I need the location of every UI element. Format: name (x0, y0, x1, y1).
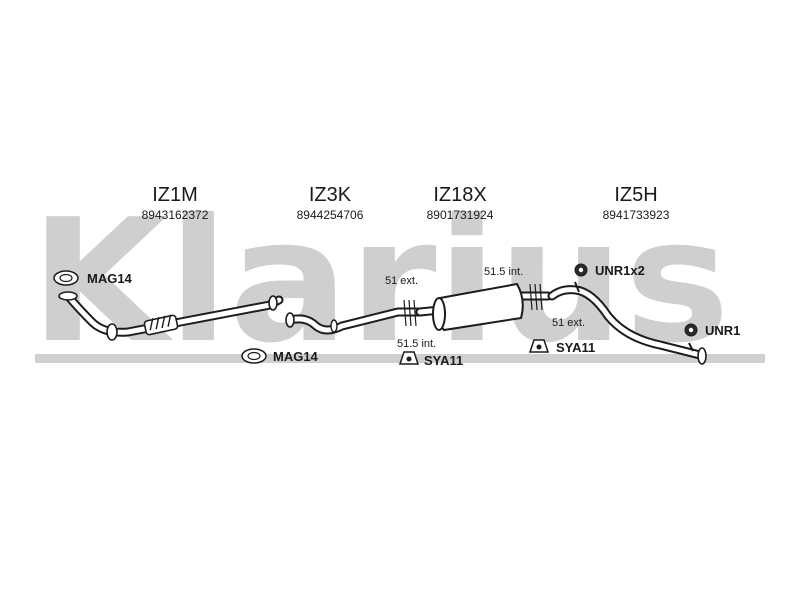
intermediate-pipe (285, 307, 425, 335)
part-code: IZ1M (152, 184, 198, 206)
middle-silencer (415, 282, 553, 332)
tailpipe-end-icon (697, 347, 707, 365)
rubber-mount-icon (398, 351, 420, 365)
part-number: 8941733923 (603, 208, 670, 222)
silencer-end-icon (432, 297, 446, 331)
flange-icon (268, 295, 278, 311)
rubber-mount-icon (528, 339, 550, 353)
accessory-label: UNR1 (705, 323, 740, 338)
front-pipe (58, 291, 284, 341)
tail-pipe (547, 281, 707, 365)
brand-underline (35, 354, 765, 363)
rubber-ring-icon (684, 323, 698, 337)
hanger-icon (330, 319, 338, 333)
brand-watermark-text: Klarius (30, 183, 730, 381)
part-code: IZ5H (614, 184, 657, 206)
pipe-joint-icon (106, 323, 118, 341)
rubber-ring-icon (574, 263, 588, 277)
joint-cut-marks (403, 283, 543, 327)
part-number: 8901731924 (427, 208, 494, 222)
gasket-icon (241, 348, 267, 364)
flex-joint-mesh (149, 314, 172, 331)
accessory-label: UNR1x2 (595, 263, 645, 278)
part-header-3: IZ18X 8901731924 (427, 184, 494, 222)
flange-icon (58, 291, 78, 301)
part-code: IZ3K (309, 184, 352, 206)
joint-note: 51 ext. (385, 275, 418, 287)
joint-note: 51.5 int. (397, 338, 436, 350)
part-header-1: IZ1M 8943162372 (142, 184, 209, 222)
hanger-icon (574, 281, 580, 293)
part-number: 8944254706 (297, 208, 364, 222)
brand-watermark: Klarius (30, 183, 765, 381)
part-number: 8943162372 (142, 208, 209, 222)
accessory-sya11-right: SYA11 (528, 339, 595, 355)
part-header-4: IZ5H 8941733923 (603, 184, 670, 222)
accessory-unr1x2: UNR1x2 (574, 263, 645, 278)
gasket-icon (53, 270, 79, 286)
accessory-label: MAG14 (273, 349, 319, 364)
accessory-label: SYA11 (556, 340, 595, 355)
hanger-icon (688, 342, 694, 352)
accessory-mag14-top: MAG14 (53, 270, 133, 286)
accessory-mag14-bottom: MAG14 (241, 348, 319, 364)
accessory-sya11-left: SYA11 (398, 351, 463, 368)
accessory-label: MAG14 (87, 271, 133, 286)
joint-note: 51 ext. (552, 317, 585, 329)
flange-icon (285, 312, 295, 328)
accessory-label: SYA11 (424, 353, 463, 368)
part-code: IZ18X (433, 184, 486, 206)
part-header-2: IZ3K 8944254706 (297, 184, 364, 222)
joint-note: 51.5 int. (484, 266, 523, 278)
accessory-unr1: UNR1 (684, 323, 740, 338)
